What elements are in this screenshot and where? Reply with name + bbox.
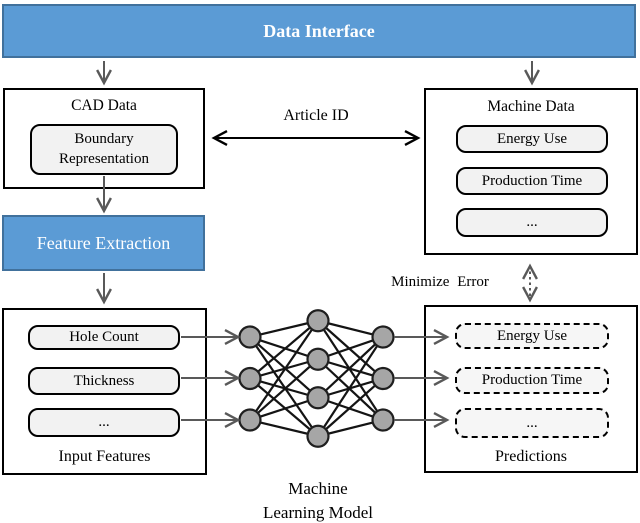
machine-data-title: Machine Data (487, 98, 575, 115)
model-caption-line1: Machine (288, 479, 348, 498)
nn-edge (249, 335, 319, 361)
prediction-item: ... (455, 408, 609, 438)
data-interface-banner: Data Interface (2, 4, 636, 58)
nn-edge (249, 336, 319, 399)
boundary-representation-chip: Boundary Representation (30, 124, 178, 175)
machine-data-item: Energy Use (456, 125, 608, 153)
model-caption: Machine Learning Model (228, 477, 408, 523)
nn-edge (317, 377, 384, 438)
article-id-label: Article ID (283, 107, 349, 124)
nn-node (306, 309, 330, 333)
model-caption-line2: Learning Model (263, 502, 373, 522)
prediction-item: Production Time (455, 367, 609, 394)
nn-edge (249, 320, 319, 421)
nn-edge (249, 319, 319, 380)
nn-edge (317, 396, 384, 422)
feature-extraction-label: Feature Extraction (36, 232, 171, 253)
nn-node (238, 366, 262, 391)
nn-edge (249, 358, 319, 421)
nn-edge (249, 418, 319, 438)
input-feature-item: ... (28, 408, 180, 437)
minimize-error-label: Minimize Error (391, 274, 489, 290)
machine-data-item: Production Time (456, 167, 608, 195)
machine-data-item: ... (456, 208, 608, 237)
nn-node (371, 408, 395, 432)
predictions-title: Predictions (495, 448, 567, 465)
nn-node (371, 325, 395, 349)
input-feature-item: Thickness (28, 367, 180, 395)
nn-edge (317, 418, 384, 438)
nn-edge (249, 377, 319, 399)
input-feature-item: Hole Count (28, 325, 180, 350)
nn-edge (249, 336, 319, 437)
nn-edge (249, 396, 319, 422)
nn-edge (317, 336, 384, 437)
nn-edge (317, 335, 384, 361)
nn-edge (317, 319, 384, 339)
data-interface-label: Data Interface (263, 20, 375, 41)
nn-edge (249, 377, 319, 438)
nn-edge (317, 358, 384, 421)
nn-edge (317, 336, 384, 399)
nn-node (238, 408, 262, 432)
nn-edge (249, 319, 319, 339)
input-features-title: Input Features (58, 448, 151, 465)
cad-data-title: CAD Data (71, 97, 137, 114)
nn-edge (317, 320, 384, 421)
nn-node (238, 325, 262, 349)
nn-node (306, 386, 330, 410)
prediction-item: Energy Use (455, 323, 609, 349)
nn-node (371, 366, 395, 391)
nn-node (306, 424, 330, 448)
feature-extraction-box: Feature Extraction (2, 215, 205, 271)
nn-edge (317, 377, 384, 399)
nn-node (306, 347, 330, 371)
nn-edge (317, 358, 384, 380)
nn-edge (249, 358, 319, 380)
nn-edge (317, 319, 384, 380)
